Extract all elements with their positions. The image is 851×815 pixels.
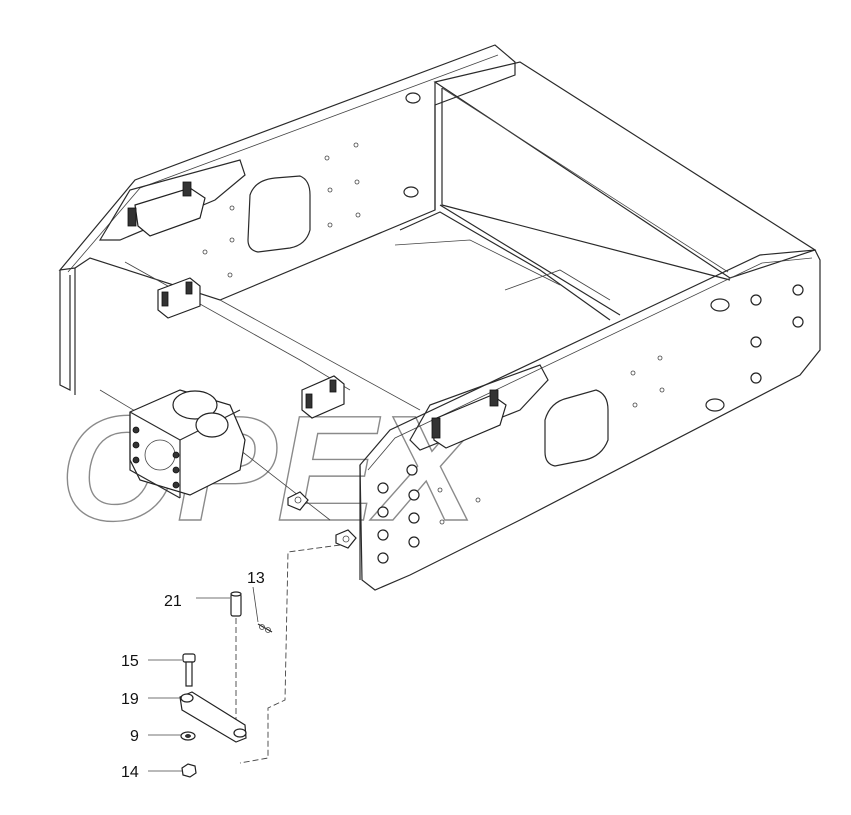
part-13-clip: [257, 623, 273, 633]
left-side-plate: [58, 44, 516, 395]
exploded-view-lines: [235, 544, 341, 764]
rotary-actuator: [129, 389, 246, 499]
mounting-block-left: [157, 277, 201, 319]
callout-15: 15: [121, 653, 139, 670]
leader-lines: [148, 586, 259, 772]
part-9-washer: [180, 731, 196, 741]
frame-assembly: [58, 44, 821, 591]
part-19-link-arm: [179, 691, 247, 743]
callout-14: 14: [121, 764, 139, 781]
part-14-nut: [181, 763, 197, 778]
floor-lines: [99, 261, 421, 521]
part-21-pin: [230, 591, 242, 617]
part-15-bolt: [182, 653, 196, 687]
watermark-text: OPEX: [60, 384, 485, 552]
rear-crossmember: [394, 61, 817, 321]
mounting-block-right: [301, 375, 345, 419]
callout-21: 21: [164, 593, 182, 610]
callout-9: 9: [130, 728, 139, 745]
callout-19: 19: [121, 691, 139, 708]
callout-13: 13: [247, 570, 265, 587]
right-side-plate: [359, 249, 821, 591]
floor-clip-2: [335, 529, 357, 549]
floor-clip-1: [287, 491, 309, 511]
